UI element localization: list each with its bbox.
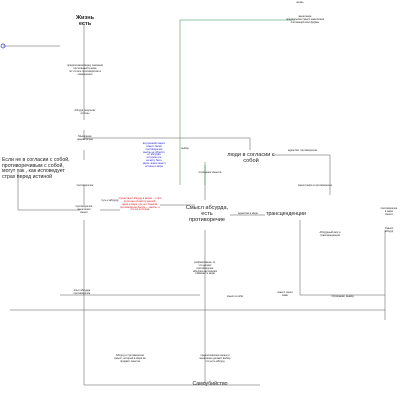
node-top-right-a: жизнь (296, 1, 304, 4)
node-bottom-left-text: Абсурд и противоречие смысл, который в м… (114, 354, 146, 363)
node-absurd-vs: Абсурдный мир и трансценденция (319, 231, 341, 237)
start-node (0, 43, 6, 49)
node-red-text: Существует абсурд в жизни – и при этом о… (118, 197, 162, 212)
node-dialectics: Мышление диалектичны (77, 135, 93, 141)
node-people-agreement: люди в согласии с собой (227, 152, 275, 165)
edge-green-top (179, 19, 295, 185)
node-self-small: смысл через само (277, 291, 293, 297)
node-main-left: Если не в согласии с собой, противоречив… (2, 157, 70, 181)
edge-label-path: путь к абсурду (101, 199, 119, 202)
edge-label-negation: противоречие (76, 184, 94, 187)
node-suicide: Самоубийство (192, 381, 228, 387)
edge-label-meaning2: смысл мира и противоречие (297, 184, 333, 187)
edge-label-one: единство в мире (238, 212, 258, 215)
node-bottom-center-text: предположение жизни и мышления делают вы… (199, 354, 231, 363)
node-transcendence: трансценденции (266, 211, 306, 217)
node-absurd-meaning: Смысл абсурда, есть противоречие (185, 205, 229, 224)
edge-label-coherence: единство, противоречие (287, 149, 318, 152)
node-right-cut-top: противоречие в мире смысл (380, 207, 398, 216)
node-right-cut: Смысл абсурд (384, 227, 394, 233)
node-center-left: противоречие мышления смысл (75, 205, 93, 214)
edge-label-self: смысл в себе (226, 295, 244, 298)
edge-label-result: Отрицание, вывод (331, 295, 354, 298)
node-top-right-b: мышление предпосылки смысл мышления счит… (285, 15, 325, 24)
node-life-meaning: Жизнь есть (75, 15, 95, 28)
node-blue-text: внутренний смысл смысл своей противоречи… (142, 142, 166, 168)
node-center-lower: рефлексивное то, что делает противоречие… (192, 261, 218, 276)
node-mid-low: опыт абсурда противоречие (73, 289, 91, 295)
node-left-block-1: предположим верну значения постоянный в … (67, 64, 103, 76)
edge-label-negation2: отрицание смысла (198, 171, 222, 174)
edge-label-choice: выбор (181, 147, 189, 150)
node-absurd-result: Абсурд результат истины (74, 109, 96, 115)
